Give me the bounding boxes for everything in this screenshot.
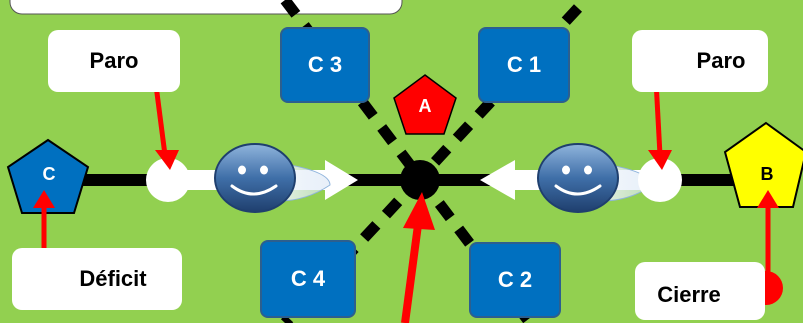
paro-left-label: Paro: [89, 48, 139, 73]
cierre-label: Cierre: [657, 282, 721, 307]
cierre-box: Cierre: [635, 262, 765, 320]
box-c4: C 4: [260, 240, 356, 318]
right-smiley-face-icon: [537, 143, 619, 213]
box-c2: C 2: [469, 242, 561, 318]
node-a-label: A: [418, 96, 432, 116]
left-smiley-face-icon: [214, 143, 296, 213]
center-up-arrow-icon: [401, 192, 435, 323]
deficit-box: Déficit: [12, 248, 182, 310]
paro-right-label: Paro: [696, 48, 746, 73]
box-c1: C 1: [478, 27, 570, 103]
node-c-pentagon-icon: [6, 138, 90, 214]
node-b-label: B: [760, 164, 774, 184]
paro-left-box: Paro: [48, 30, 180, 92]
intersection-point: [400, 160, 440, 200]
node-a-pentagon-icon: [393, 74, 457, 135]
left-stop-circle: [146, 158, 190, 202]
right-stop-circle: [638, 158, 682, 202]
box-c3: C 3: [280, 27, 370, 103]
node-c-label: C: [42, 164, 56, 184]
paro-right-box: Paro: [632, 30, 768, 92]
deficit-label: Déficit: [79, 266, 147, 291]
top-white-box: [9, 0, 403, 15]
